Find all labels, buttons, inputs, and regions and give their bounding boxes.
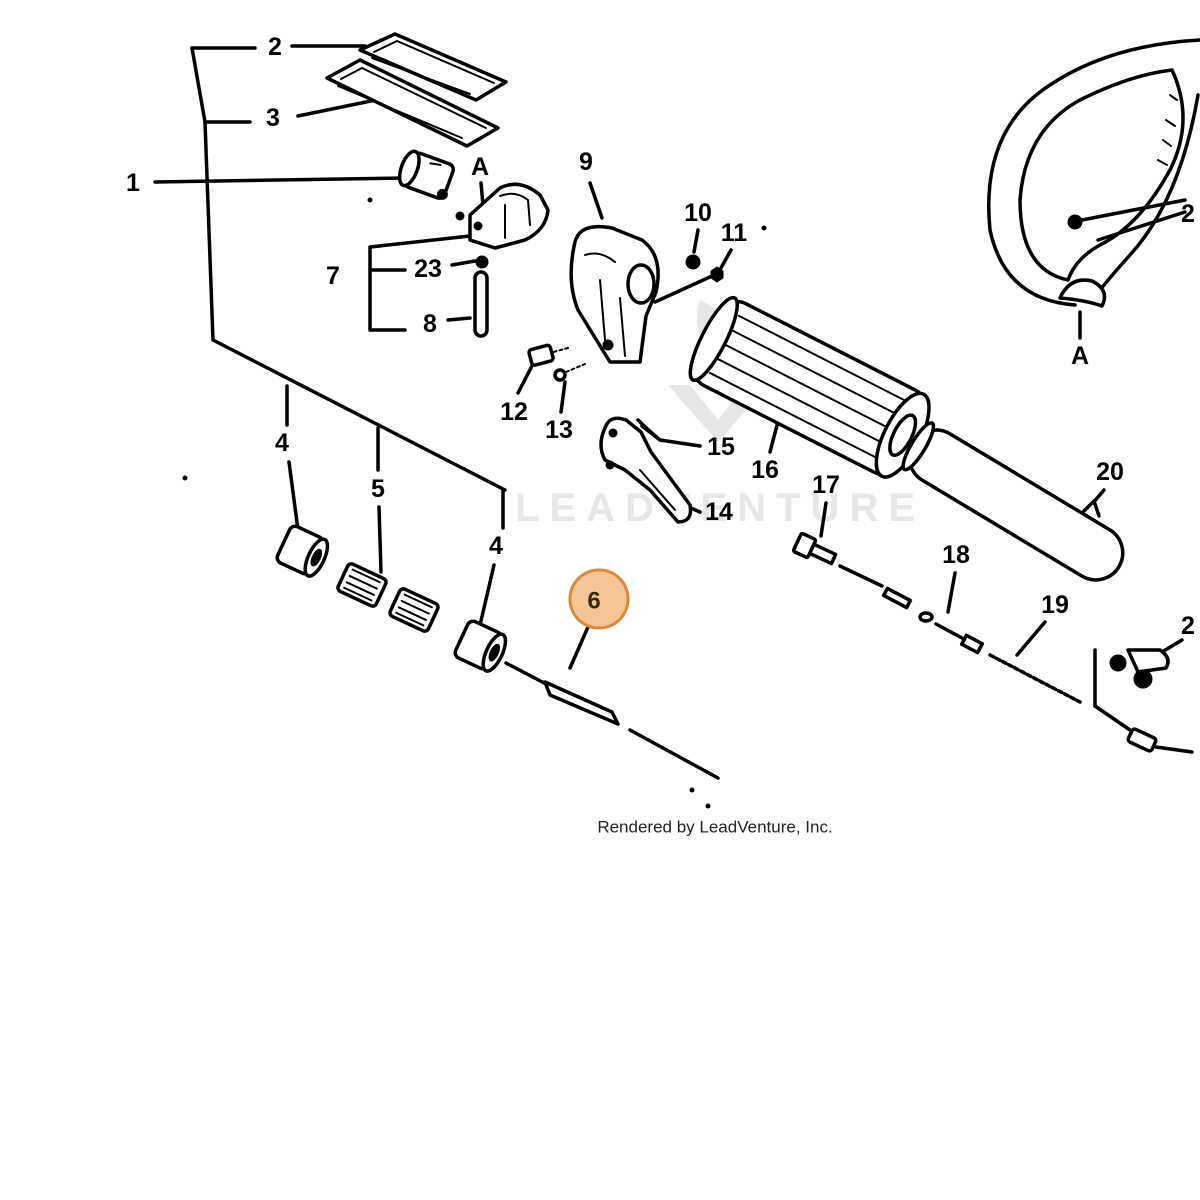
callout-3[interactable]: 3 <box>266 104 280 132</box>
callout-9[interactable]: 9 <box>579 148 593 176</box>
leader-13 <box>559 380 567 414</box>
leader-7-bracket <box>368 234 477 332</box>
leader-9 <box>588 181 604 220</box>
callout-4-left[interactable]: 4 <box>275 429 289 457</box>
part-14-lever <box>599 416 693 524</box>
part-1-cylinder <box>397 149 456 200</box>
part-10-washer <box>685 254 701 270</box>
part-15-spring <box>636 418 662 442</box>
watermark: LEADVENTURE <box>515 300 925 530</box>
callout-6[interactable]: 6 <box>587 588 600 615</box>
leader-17 <box>819 501 828 538</box>
part-8-pin <box>473 270 489 338</box>
leader-5 <box>376 426 383 574</box>
callout-8[interactable]: 8 <box>423 310 437 338</box>
callout-13[interactable]: 13 <box>545 416 573 444</box>
part-4-bushing-right <box>453 619 508 673</box>
part-18-cable-parts <box>838 564 985 655</box>
leader-3 <box>203 94 397 124</box>
leader-11 <box>719 248 733 270</box>
callout-2-cropped-upper[interactable]: 2 <box>1181 200 1195 228</box>
leader-10 <box>692 228 700 254</box>
callout-10[interactable]: 10 <box>684 199 712 227</box>
callout-12[interactable]: 12 <box>500 398 528 426</box>
part-23-ball <box>475 255 489 269</box>
part-5-knurl-left <box>336 562 388 608</box>
highlighted-callout-6[interactable]: 6 <box>568 568 630 630</box>
leader-1 <box>153 176 407 184</box>
leader-2-lower-right <box>1160 638 1184 654</box>
leader-4-left <box>285 384 300 532</box>
callout-16[interactable]: 16 <box>751 456 779 484</box>
part-6-cable <box>504 661 720 780</box>
leader-12 <box>516 362 535 395</box>
highlight-circle[interactable] <box>568 568 630 630</box>
watermark-text: LEADVENTURE <box>515 486 925 530</box>
callout-labels: 2 3 1 7 23 8 9 10 11 12 13 14 15 16 17 1… <box>126 33 1195 640</box>
callout-2[interactable]: 2 <box>268 33 282 61</box>
leader-4-right <box>478 488 505 627</box>
scan-specks <box>182 197 767 809</box>
callout-4-right[interactable]: 4 <box>489 532 503 560</box>
callout-2-cropped-lower[interactable]: 2 <box>1181 612 1195 640</box>
leader-15 <box>640 424 702 448</box>
part-19-spring <box>988 653 1082 704</box>
callout-5[interactable]: 5 <box>371 475 385 503</box>
leader-19 <box>1015 620 1047 657</box>
callout-19[interactable]: 19 <box>1041 591 1069 619</box>
part-9-lever-housing <box>569 224 660 364</box>
leader-2-upper-right <box>1080 198 1187 242</box>
callout-20[interactable]: 20 <box>1096 458 1124 486</box>
callout-18[interactable]: 18 <box>942 541 970 569</box>
part-plate-3 <box>325 58 500 148</box>
callout-23[interactable]: 23 <box>414 255 442 283</box>
callout-14[interactable]: 14 <box>705 498 733 526</box>
section-mark-a-right: A <box>1071 342 1089 370</box>
part-handlebar-loop <box>987 38 1200 308</box>
part-13-screw <box>553 363 586 382</box>
callout-11[interactable]: 11 <box>721 219 748 247</box>
callout-7[interactable]: 7 <box>326 262 340 290</box>
render-credit: Rendered by LeadVenture, Inc. <box>597 818 832 837</box>
part-11-nut <box>710 266 724 283</box>
part-4-bushing-left <box>275 524 330 578</box>
part-20-tube <box>901 421 1125 582</box>
section-mark-a-top: A <box>471 153 489 181</box>
callout-15[interactable]: 15 <box>707 433 735 461</box>
leader-9-to-11 <box>653 274 714 304</box>
part-5-knurl-right <box>388 587 440 633</box>
leader-2 <box>190 44 367 50</box>
part-12-screw <box>527 343 572 367</box>
bracket-main <box>190 46 507 492</box>
callout-1[interactable]: 1 <box>126 169 140 197</box>
part-bracket-a <box>455 182 550 250</box>
part-20-clip <box>1081 499 1101 518</box>
leader-6 <box>568 625 590 670</box>
leader-18 <box>946 571 957 614</box>
callout-17[interactable]: 17 <box>812 471 840 499</box>
part-17-bolt <box>791 531 838 566</box>
part-plate-2 <box>358 32 508 102</box>
part-cable-end-right <box>1093 648 1194 754</box>
